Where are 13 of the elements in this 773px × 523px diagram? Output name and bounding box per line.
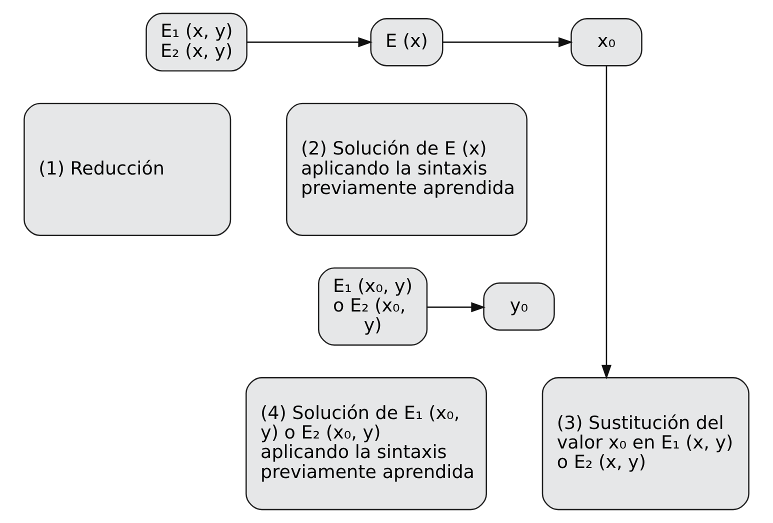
arrow bbox=[442, 37, 573, 48]
node-box: (3) Sustitución del valor x₀ en E₁ (x, y) o E₂ (x, y) bbox=[542, 377, 750, 510]
node-box: x₀ bbox=[570, 18, 642, 66]
arrow bbox=[601, 66, 612, 380]
node-box: E₁ (x, y) E₂ (x, y) bbox=[146, 12, 248, 72]
arrow bbox=[246, 37, 373, 48]
arrow bbox=[427, 302, 486, 312]
node-box: (2) Solución de E (x) aplicando la sintaxis previamente aprendida bbox=[286, 102, 528, 236]
node-box: E (x) bbox=[370, 18, 444, 66]
node-box: y₀ bbox=[483, 282, 555, 331]
node-box: E₁ (x₀, y) o E₂ (x₀, y) bbox=[318, 267, 428, 346]
node-box: (1) Reducción bbox=[24, 102, 232, 236]
node-box: (4) Solución de E₁ (x₀, y) o E₂ (x₀, y) aplicando la sintaxis previamente aprendida bbox=[246, 377, 488, 510]
